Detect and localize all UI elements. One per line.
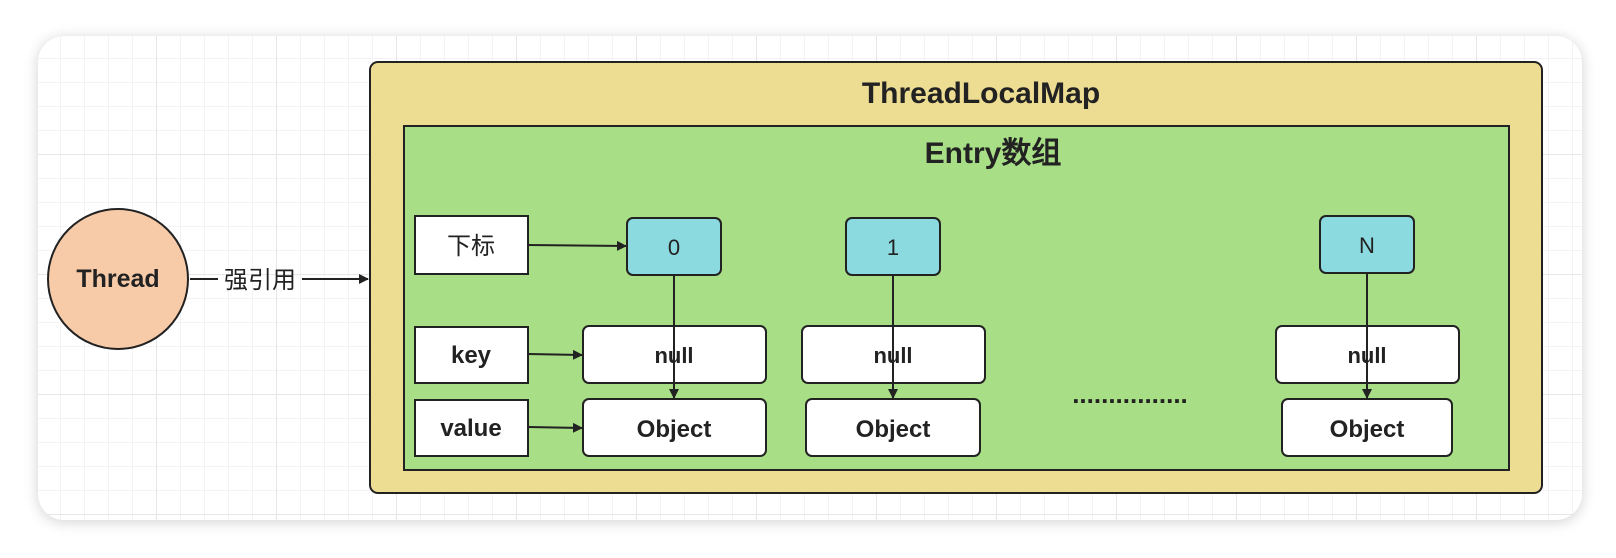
entry-0-value: Object <box>637 416 712 443</box>
entry-0-value-box <box>582 398 767 457</box>
value-pointer-arrow <box>527 422 583 433</box>
thread-circle <box>47 208 189 350</box>
row-label-index[interactable]: 下标 <box>414 215 529 275</box>
strong-reference-edge[interactable]: 强引用 <box>190 267 369 294</box>
row-label-key[interactable]: key <box>414 326 529 384</box>
row-label-value[interactable]: value <box>414 399 529 457</box>
row-label-key-text: key <box>451 342 492 369</box>
entry-n[interactable]: N null Object <box>1275 215 1460 457</box>
row-label-key-box <box>414 326 529 384</box>
strong-ref-label: 强引用 <box>224 267 296 294</box>
ellipsis: ................ <box>1072 379 1188 409</box>
thread-node[interactable]: Thread <box>47 208 189 350</box>
entry-0[interactable]: 0 null Object <box>582 217 767 457</box>
entry-0-index: 0 <box>668 235 680 260</box>
index-pointer-arrow <box>527 240 627 251</box>
entry-n-index: N <box>1359 233 1375 258</box>
key-pointer-arrow <box>527 349 583 360</box>
row-label-value-text: value <box>440 415 501 442</box>
entry-n-value: Object <box>1330 416 1405 443</box>
entry-1-value-box <box>805 398 981 457</box>
entry-1[interactable]: 1 null Object <box>801 217 986 457</box>
row-label-index-box <box>414 215 529 275</box>
entry-1-index: 1 <box>887 235 899 260</box>
entry-array-title: Entry数组 <box>925 136 1062 170</box>
row-label-index-text: 下标 <box>447 233 495 260</box>
entry-1-value: Object <box>856 416 931 443</box>
thread-label: Thread <box>76 265 159 293</box>
threadlocalmap-title: ThreadLocalMap <box>862 77 1100 110</box>
entry-n-value-box <box>1281 398 1453 457</box>
